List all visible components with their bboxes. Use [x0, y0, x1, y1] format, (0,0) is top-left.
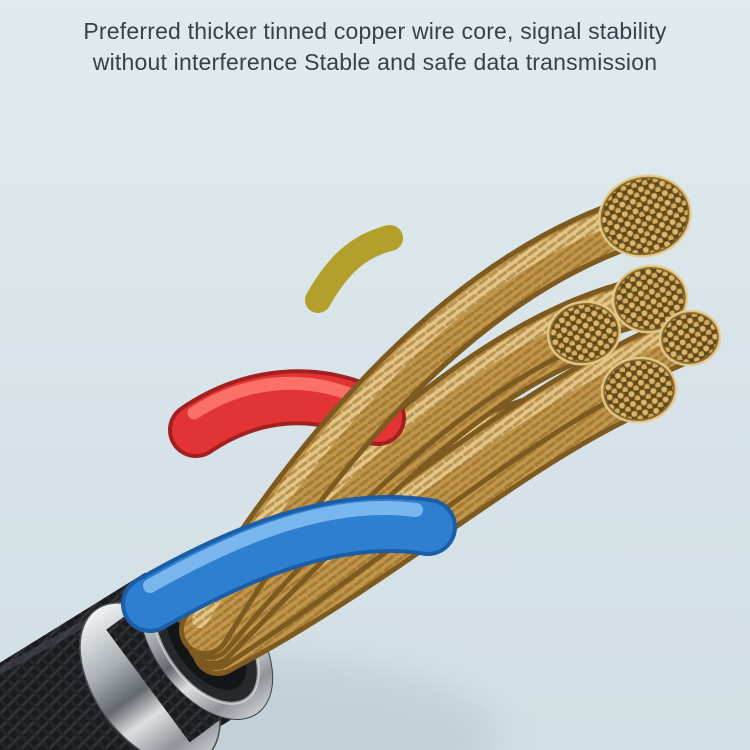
caption-line-2: without interference Stable and safe dat…: [92, 49, 658, 75]
copper-cross-section-4: [658, 309, 722, 367]
copper-cross-section-3: [546, 300, 622, 366]
copper-cross-section-5: [600, 356, 678, 424]
blue-wire: [121, 495, 457, 633]
caption: Preferred thicker tinned copper wire cor…: [0, 16, 750, 78]
copper-cross-section-1: [598, 174, 692, 258]
yellow-wire: [305, 225, 403, 313]
caption-line-1: Preferred thicker tinned copper wire cor…: [83, 18, 667, 44]
copper-cross-section-2: [611, 264, 689, 334]
